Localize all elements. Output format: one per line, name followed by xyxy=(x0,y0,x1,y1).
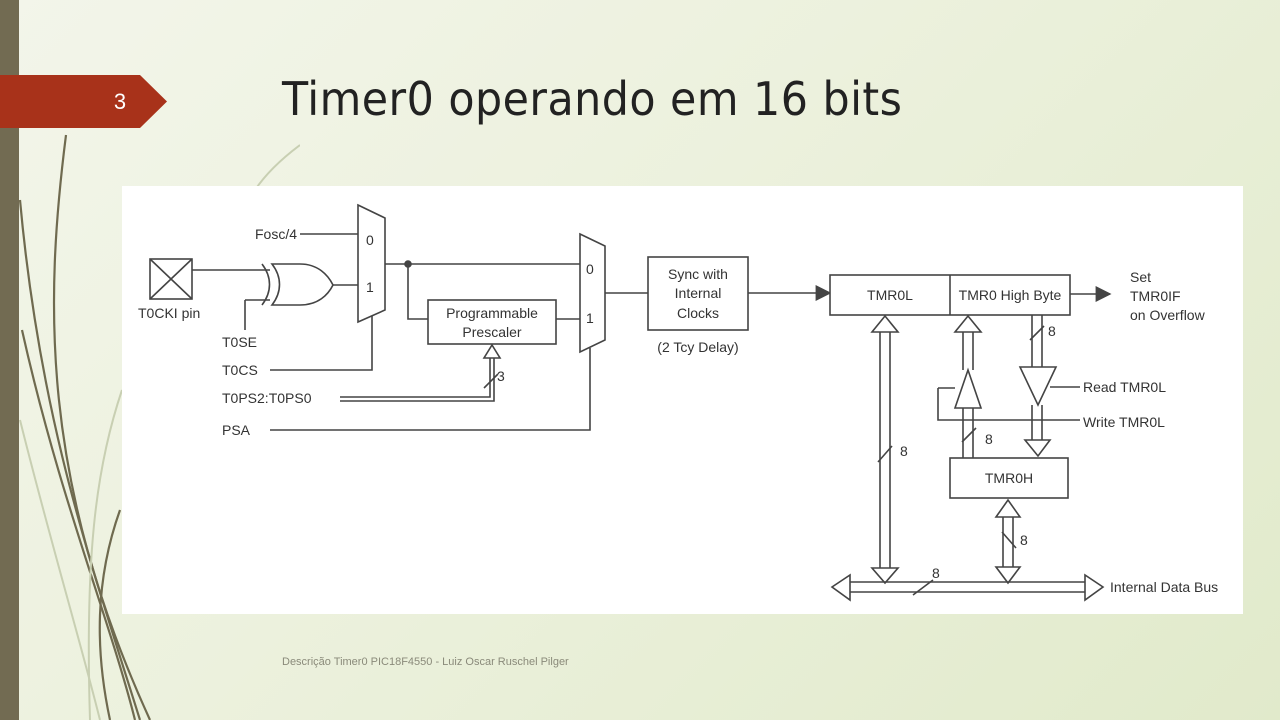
read-tmr0l-label: Read TMR0L xyxy=(1083,379,1166,395)
bus-width-8-read: 8 xyxy=(1048,323,1056,339)
slide-title: Timer0 operando em 16 bits xyxy=(282,72,903,126)
mux2-in1: 1 xyxy=(586,310,594,326)
prescaler-bus-width: 3 xyxy=(497,368,505,384)
overflow-label-line3: on Overflow xyxy=(1130,307,1206,323)
bus-width-8-tmr0l: 8 xyxy=(900,443,908,459)
bus-width-8-tmr0h: 8 xyxy=(1020,532,1028,548)
fosc-label: Fosc/4 xyxy=(255,226,297,242)
t0cki-pin-label: T0CKI pin xyxy=(138,305,200,321)
tmr0-high-byte-label: TMR0 High Byte xyxy=(959,287,1062,303)
t0ps-label: T0PS2:T0PS0 xyxy=(222,390,312,406)
tmr0l-label: TMR0L xyxy=(867,287,913,303)
sync-delay-note: (2 Tcy Delay) xyxy=(657,339,738,355)
mux1-in0: 0 xyxy=(366,232,374,248)
tmr0h-label: TMR0H xyxy=(985,470,1033,486)
t0se-label: T0SE xyxy=(222,334,257,350)
mux2-in0: 0 xyxy=(586,261,594,277)
sync-label-line3: Clocks xyxy=(677,305,719,321)
sync-label-line1: Sync with xyxy=(668,266,728,282)
overflow-label-line1: Set xyxy=(1130,269,1151,285)
slide-number: 3 xyxy=(113,89,127,114)
left-accent-strip xyxy=(0,0,19,720)
decorative-curves xyxy=(18,134,300,720)
overflow-label-line2: TMR0IF xyxy=(1130,288,1181,304)
bus-width-8-databus: 8 xyxy=(932,565,940,581)
psa-label: PSA xyxy=(222,422,251,438)
timer0-block-diagram: Fosc/4 T0CKI pin T0SE T0CS T0PS2:T0PS0 P… xyxy=(122,186,1243,614)
prescaler-label-line1: Programmable xyxy=(446,305,538,321)
slide-footer: Descrição Timer0 PIC18F4550 - Luiz Oscar… xyxy=(282,656,569,668)
bus-width-8-write: 8 xyxy=(985,431,993,447)
prescaler-label-line2: Prescaler xyxy=(462,324,521,340)
t0cs-label: T0CS xyxy=(222,362,258,378)
mux1-in1: 1 xyxy=(366,279,374,295)
write-tmr0l-label: Write TMR0L xyxy=(1083,414,1165,430)
internal-data-bus-label: Internal Data Bus xyxy=(1110,579,1218,595)
slide-number-tab xyxy=(0,75,167,128)
sync-label-line2: Internal xyxy=(675,285,722,301)
